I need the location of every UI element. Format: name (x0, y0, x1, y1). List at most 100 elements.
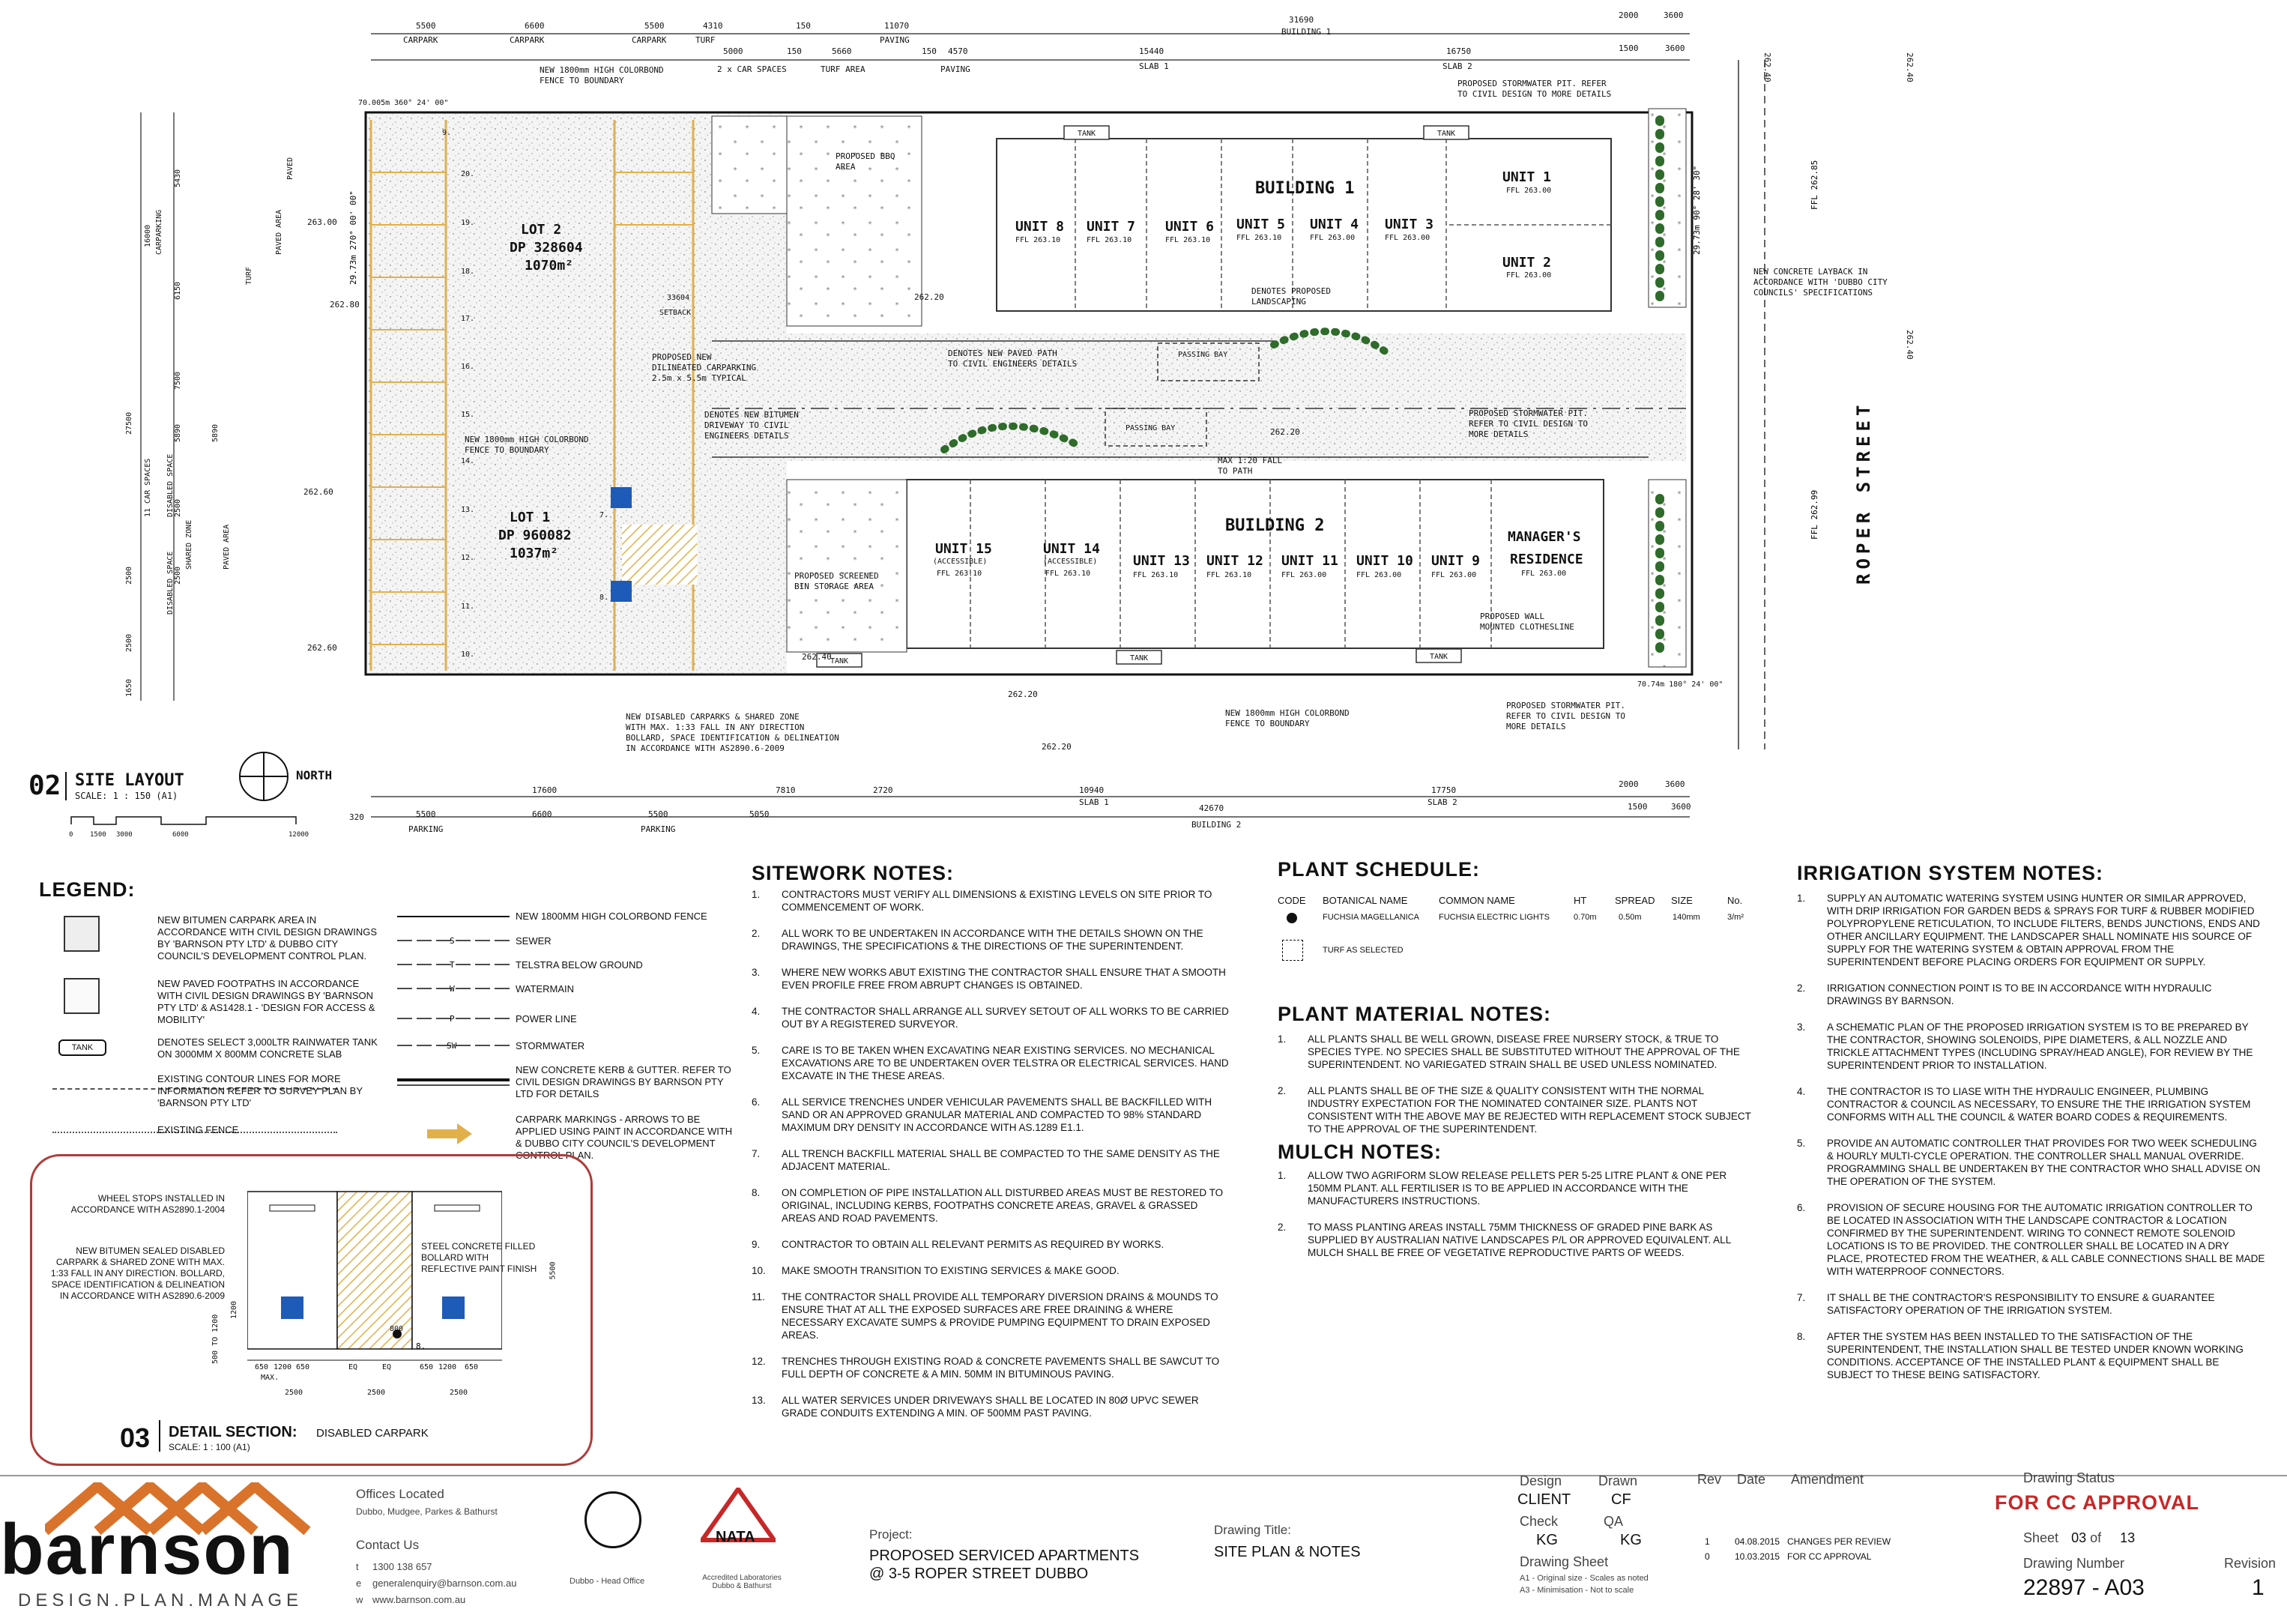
level: 262.40 (802, 652, 832, 662)
callout-line: 2.5m x 5.5m TYPICAL (652, 373, 746, 383)
bottom-dim: 5500 (648, 809, 668, 819)
tank-label: TANK (1430, 653, 1448, 661)
unit-label: UNIT 11 (1281, 553, 1338, 569)
building-2 (906, 479, 1604, 649)
irrigation-title: IRRIGATION SYSTEM NOTES: (1797, 862, 2104, 884)
boundary-bearing: 70.74m 180° 24' 00" (1637, 680, 1723, 689)
ffl-label: FFL 263.10 (1133, 571, 1178, 579)
note-item: 2.TO MASS PLANTING AREAS INSTALL 75mm TH… (1278, 1222, 1731, 1258)
bay-number: 9. (442, 129, 451, 137)
revision-label: Revision (2224, 1556, 2277, 1571)
note-item: 1.SUPPLY AN AUTOMATIC WATERING SYSTEM US… (1797, 893, 2260, 968)
mulch-title: MULCH NOTES: (1278, 1141, 1442, 1163)
bottom-dim: 320 (349, 812, 364, 822)
second-dim: 3600 (1665, 43, 1685, 53)
second-dim-label: SLAB 1 (1139, 61, 1169, 71)
left-dim: 16000 (144, 225, 152, 247)
bottom-dim: 6600 (532, 809, 552, 819)
callout-line: IN ACCORDANCE WITH AS2890.6-2009 (626, 743, 785, 753)
bottom-dim-label: PARKING (408, 824, 443, 834)
shared-zone (622, 525, 697, 585)
callout-stormwater-mid: PROPOSED STORMWATER PIT.REFER TO CIVIL D… (1469, 408, 1588, 439)
design-label: Design (1520, 1473, 1562, 1488)
second-dim-label: SLAB 2 (1442, 61, 1472, 71)
ffl-label: FFL 263.00 (1506, 187, 1551, 195)
bottom-dim: 17600 (532, 785, 557, 795)
bay-number: 18. (461, 268, 474, 276)
plant-header: BOTANICAL NAME (1323, 895, 1408, 906)
callout-stormwater-bottom: PROPOSED STORMWATER PIT.REFER TO CIVIL D… (1506, 701, 1625, 731)
bay-number: 7. (599, 511, 608, 519)
boundary-bearing: 29.73m 270° 00' 00" (348, 190, 358, 285)
disabled-carpark-detail: 7. 8. (247, 1191, 502, 1361)
website-link[interactable]: www.barnson.com.au (372, 1594, 466, 1605)
mulch-notes: 1.ALLOW TWO AGRIFORM SLOW RELEASE PELLET… (1278, 1169, 1757, 1273)
left-dim: 11 CAR SPACES (144, 459, 152, 517)
note-item: 12.TRENCHES THROUGH EXISTING ROAD & CONC… (752, 1356, 1220, 1380)
arrow-icon (427, 1123, 472, 1144)
qa-label: QA (1604, 1514, 1624, 1529)
passing-bay-label: PASSING BAY (1126, 424, 1175, 432)
detail-cloud-border (30, 1154, 593, 1466)
top-dim-label: CARPARK (403, 35, 438, 45)
turf-strip (1648, 108, 1687, 308)
detail-dim: 500 TO 1200 (211, 1314, 220, 1364)
plant-header: No. (1727, 895, 1743, 906)
scale-mark: 6000 (172, 831, 189, 839)
legend-code: T (450, 960, 455, 970)
revision-row: 0 10.03.2015 FOR CC APPROVAL (1705, 1551, 1872, 1562)
building-2-label: BUILDING 2 (1225, 516, 1324, 535)
legend-item: NEW CONCRETE KERB & GUTTER. REFER TO CIV… (516, 1064, 731, 1099)
top-dim-label: TURF (695, 35, 716, 45)
bottom-dim: 17750 (1431, 785, 1456, 795)
managers-label: MANAGER'S (1508, 529, 1581, 545)
detail-dim: EQ (382, 1363, 391, 1371)
offices: Dubbo, Mudgee, Parkes & Bathurst (356, 1506, 498, 1517)
turf-code-icon (1282, 940, 1303, 961)
building-1 (996, 138, 1612, 312)
bay-number: 12. (461, 554, 474, 562)
detail-dim: 2500 (450, 1389, 468, 1397)
note-item: 3.WHERE NEW WORKS ABUT EXISTING THE CONT… (752, 967, 1226, 991)
bottom-dim-label: SLAB 2 (1428, 797, 1457, 807)
top-dim-label: CARPARK (510, 35, 545, 45)
level: 262.60 (307, 643, 337, 653)
legend-item: NEW BITUMEN CARPARK AREA IN ACCORDANCE W… (157, 914, 378, 962)
left-dim: 5430 (174, 169, 182, 187)
level: 263.00 (307, 217, 337, 227)
street-label: ROPER STREET (1853, 401, 1874, 585)
accessible-icon (442, 1297, 465, 1319)
ffl-label: FFL 263.00 (1506, 271, 1551, 280)
note-item: 3.A SCHEMATIC PLAN OF THE PROPOSED IRRIG… (1797, 1021, 2253, 1071)
top-dim: 6600 (525, 21, 545, 31)
tank-label: TANK (1078, 130, 1096, 138)
note-item: 8.ON COMPLETION OF PIPE INSTALLATION ALL… (752, 1187, 1224, 1224)
building-1-label: BUILDING 1 (1255, 179, 1354, 198)
tank-label: TANK (830, 657, 848, 665)
site-layout-num: 02 (28, 770, 61, 801)
drawn-value: CF (1611, 1491, 1631, 1508)
callout-line: DRIVEWAY TO CIVIL (704, 420, 789, 430)
accessible-icon (281, 1297, 303, 1319)
legend-line-symbols: S T W P SW (397, 916, 510, 1144)
unit-label: UNIT 13 (1133, 553, 1190, 569)
legend-item: EXISTING CONTOUR LINES FOR MORE INFORMAT… (157, 1073, 363, 1108)
driveway (712, 333, 1686, 461)
nata-label: NATA (716, 1529, 755, 1545)
note-item: 6.ALL SERVICE TRENCHES UNDER VEHICULAR P… (752, 1096, 1212, 1133)
scale-mark: 3000 (116, 831, 133, 839)
bottom-dim-label: PARKING (641, 824, 675, 834)
drawn-label: Drawn (1598, 1473, 1638, 1488)
top-dim-label: BUILDING 1 (1281, 27, 1331, 37)
setback-value: 33604 (667, 294, 689, 302)
detail-title: DETAIL SECTION: (169, 1424, 297, 1440)
detail-dim: 800 (390, 1325, 404, 1333)
ffl-label: FFL 263.10 (1087, 236, 1132, 244)
phone: 1300 138 657 (372, 1561, 432, 1572)
level: 262.20 (1042, 742, 1072, 752)
email-link[interactable]: generalenquiry@barnson.com.au (372, 1578, 517, 1589)
unit-label: UNIT 10 (1356, 553, 1413, 569)
